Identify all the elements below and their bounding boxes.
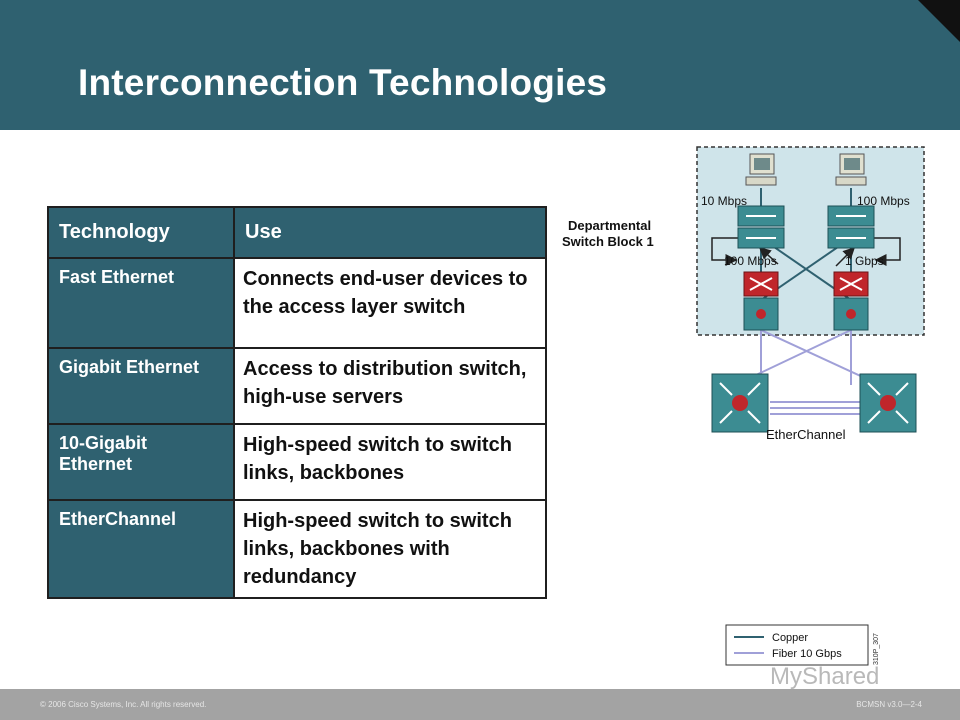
table-row: 10-Gigabit Ethernet High-speed switch to… xyxy=(47,423,547,501)
legend-copper-label: Copper xyxy=(772,632,808,644)
distribution-switch-left-icon xyxy=(743,271,779,331)
distribution-switch-right-icon xyxy=(833,271,869,331)
header-technology: Technology xyxy=(47,206,235,259)
figure-code: 310P_307 xyxy=(873,633,880,665)
watermark: MyShared xyxy=(770,663,880,690)
technology-cell: 10-Gigabit Ethernet xyxy=(47,423,235,501)
access-switch-right-icon xyxy=(827,205,875,249)
title-bar: Interconnection Technologies xyxy=(0,0,960,130)
page-title: Interconnection Technologies xyxy=(78,62,608,103)
switch-block-boundary xyxy=(696,146,925,336)
technology-cell: Gigabit Ethernet xyxy=(47,347,235,425)
speed-label: 100 Mbps xyxy=(724,254,777,268)
pc-right-icon xyxy=(835,153,867,186)
use-cell: Access to distribution switch, high-use … xyxy=(233,347,547,425)
use-cell: High-speed switch to switch links, backb… xyxy=(233,423,547,501)
table-row: Gigabit Ethernet Access to distribution … xyxy=(47,347,547,425)
legend: Copper Fiber 10 Gbps 310P_307 xyxy=(725,624,880,666)
table-header-row: Technology Use xyxy=(47,206,547,259)
speed-label: 1 Gbps xyxy=(845,254,884,268)
core-switch-left-icon xyxy=(711,373,769,433)
technology-table: Technology Use Fast Ethernet Connects en… xyxy=(47,206,547,599)
footer-bar: © 2006 Cisco Systems, Inc. All rights re… xyxy=(0,689,960,720)
etherchannel-label: EtherChannel xyxy=(766,427,846,442)
use-cell: High-speed switch to switch links, backb… xyxy=(233,499,547,599)
speed-label: 100 Mbps xyxy=(857,194,910,208)
use-cell: Connects end-user devices to the access … xyxy=(233,257,547,349)
right-arrow xyxy=(874,237,901,266)
copyright-text: © 2006 Cisco Systems, Inc. All rights re… xyxy=(40,700,207,709)
block-label-line2: Switch Block 1 xyxy=(562,234,654,249)
core-switch-right-icon xyxy=(859,373,917,433)
corner-triangle xyxy=(918,0,960,42)
header-use: Use xyxy=(233,206,547,259)
technology-cell: Fast Ethernet xyxy=(47,257,235,349)
block-label-line1: Departmental xyxy=(568,218,651,233)
table-row: Fast Ethernet Connects end-user devices … xyxy=(47,257,547,349)
diag-arrow-left xyxy=(758,247,779,265)
table-row: EtherChannel High-speed switch to switch… xyxy=(47,499,547,599)
diag-arrow-right xyxy=(835,246,856,267)
speed-label: 10 Mbps xyxy=(701,194,747,208)
left-arrow xyxy=(711,237,738,266)
pc-left-icon xyxy=(745,153,777,186)
course-code: BCMSN v3.0—2-4 xyxy=(856,700,922,709)
access-switch-left-icon xyxy=(737,205,785,249)
technology-cell: EtherChannel xyxy=(47,499,235,599)
network-diagram: Departmental Switch Block 1 xyxy=(562,146,925,666)
legend-fiber-label: Fiber 10 Gbps xyxy=(772,648,842,660)
